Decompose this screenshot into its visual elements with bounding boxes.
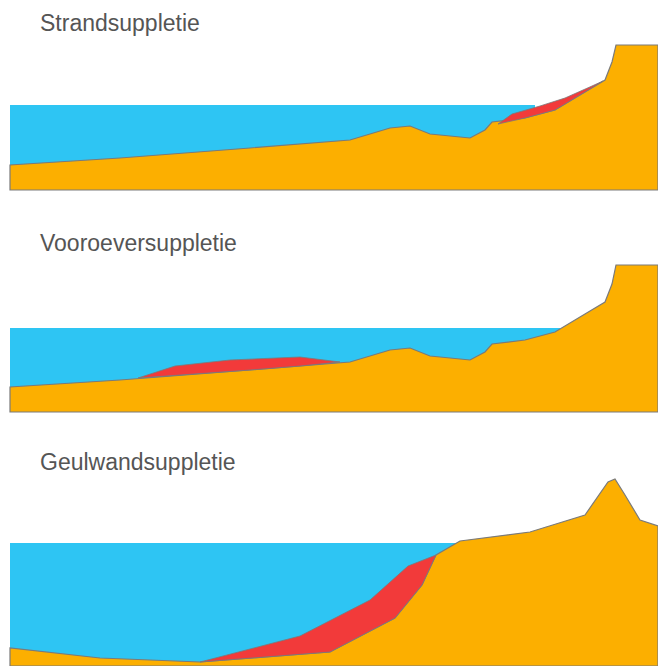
- sand-bed: [10, 45, 658, 190]
- panel-title: Vooroeversuppletie: [40, 230, 237, 258]
- sand-bed: [10, 265, 658, 412]
- shoreface-profile: [10, 265, 658, 412]
- panel-title: Geulwandsuppletie: [40, 449, 236, 477]
- sand-bed: [10, 479, 658, 666]
- nourishment-sand: [498, 81, 603, 124]
- nourishment-sand: [138, 357, 340, 378]
- nourishment-sand: [200, 555, 436, 662]
- channel-profile: [10, 479, 658, 666]
- beach-profile: [10, 45, 658, 190]
- panel-title: Strandsuppletie: [40, 10, 200, 38]
